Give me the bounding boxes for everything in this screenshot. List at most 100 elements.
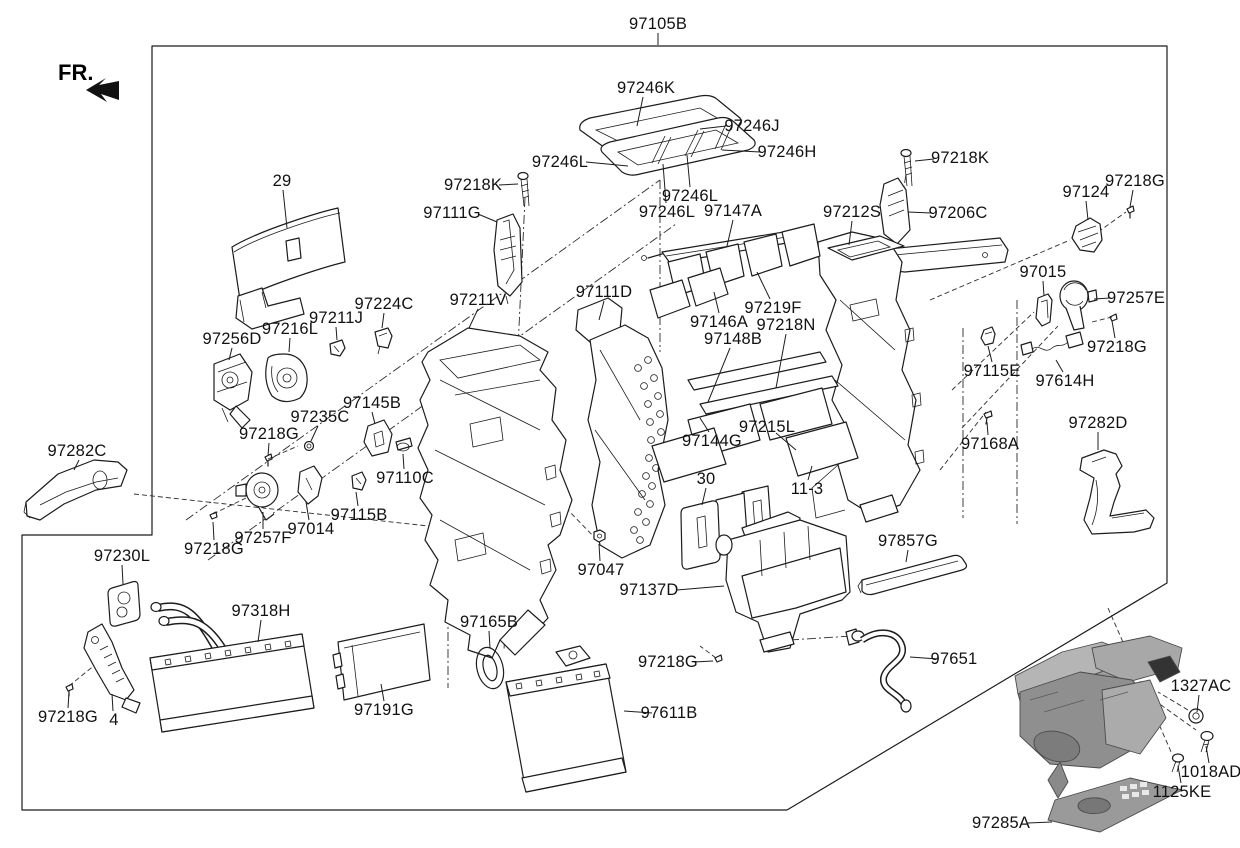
part-97165b-grommet <box>475 646 505 690</box>
leader-line <box>775 333 787 389</box>
leader-line <box>636 96 644 127</box>
part-4-bracket <box>83 623 141 714</box>
leader-line <box>468 308 479 329</box>
leader-line <box>598 543 601 562</box>
part-97282d-duct <box>1079 449 1155 535</box>
leader-line <box>1205 745 1210 764</box>
leader-line <box>726 219 734 247</box>
leader-line <box>713 291 720 314</box>
leader-line <box>1055 359 1064 373</box>
part-97115e-clip <box>980 326 996 346</box>
leader-line <box>73 459 80 471</box>
part-97047-nut <box>593 529 606 543</box>
leader-line <box>699 417 710 433</box>
leader-line <box>228 347 233 361</box>
leader-line <box>598 300 605 321</box>
screw-97218k-left-icon <box>517 171 530 207</box>
part-97230l-grommet <box>107 580 141 627</box>
leader-line <box>721 149 761 153</box>
part-97206c-bracket <box>879 177 911 253</box>
part-97124-actuator <box>1071 217 1103 253</box>
fr-direction-arrow-icon <box>86 78 119 102</box>
fastener-1327ac-nut-icon <box>1188 708 1204 724</box>
leader-line <box>1177 765 1182 784</box>
leader-line <box>67 691 70 709</box>
leader-line <box>288 337 291 353</box>
leader-line <box>381 312 385 329</box>
leader-line <box>662 163 667 204</box>
leader-line <box>1027 821 1053 824</box>
leader-line <box>848 220 853 246</box>
leader-line <box>707 347 731 403</box>
part-97285a-blower-assembly <box>1014 635 1183 833</box>
leader-line <box>305 501 310 521</box>
leader-line <box>257 619 262 643</box>
part-97110c-cap <box>395 437 413 452</box>
leader-line <box>676 585 725 591</box>
leader-line <box>807 465 813 481</box>
leader-line <box>282 189 288 229</box>
part-97611b-evaporator <box>505 645 627 793</box>
leader-line <box>1196 694 1200 713</box>
part-97651-drain-hose <box>845 628 912 713</box>
leader-line <box>355 491 359 507</box>
part-97145b-bracket <box>363 419 393 457</box>
leader-line <box>686 154 691 188</box>
part-97211v-case-left <box>417 327 573 659</box>
leader-line <box>909 656 939 660</box>
leader-line <box>905 549 909 563</box>
part-97257f-actuator <box>235 472 279 521</box>
part-97115b-clip <box>351 471 367 491</box>
part-97216l-cam <box>265 353 308 403</box>
leader-line <box>986 421 989 436</box>
pin-97218g-icons <box>65 205 1135 697</box>
leader-line <box>267 442 270 457</box>
leader-line <box>775 432 797 451</box>
fastener-1018ad-screw-icon <box>1200 730 1214 753</box>
part-97148b-97218n-damper-rows <box>651 351 859 483</box>
leader-line <box>1111 320 1116 339</box>
leader-line <box>1085 200 1089 221</box>
leader-line <box>121 564 124 585</box>
part-97191g-panel <box>332 623 431 701</box>
leader-line <box>907 211 932 214</box>
part-97111g-bracket <box>493 213 523 305</box>
leader-line <box>380 683 385 702</box>
part-97235c-grommet <box>303 440 315 452</box>
leader-line <box>701 487 707 506</box>
part-97318h-heater-core <box>149 601 315 733</box>
part-97211j-clip <box>329 339 346 357</box>
part-97224c-clip <box>374 327 393 355</box>
part-97256d-actuator <box>213 353 253 429</box>
leader-line <box>498 183 519 186</box>
part-97137d-floor-duct <box>715 511 851 653</box>
leader-line <box>1042 280 1045 297</box>
leader-line <box>699 125 727 130</box>
leader-line <box>371 411 376 425</box>
leader-line <box>585 161 629 167</box>
leader-line <box>477 213 498 223</box>
leader-line <box>488 630 491 649</box>
part-97111d-partition <box>575 297 669 559</box>
leader-line <box>693 660 714 663</box>
leader-line <box>402 453 405 470</box>
part-97246-gasket-frames <box>579 94 756 176</box>
leader-line <box>335 326 338 341</box>
diagram-border <box>21 45 1168 811</box>
leader-line <box>1093 297 1111 300</box>
part-97015-lever <box>1035 293 1053 327</box>
part-29-garnish <box>231 207 346 330</box>
leader-line <box>756 271 771 300</box>
leader-line <box>987 345 993 363</box>
part-97614h-harness <box>1020 331 1084 356</box>
part-97014-bracket <box>297 465 323 505</box>
part-97212s-case-right <box>811 231 1009 523</box>
leader-line <box>212 521 215 541</box>
part-97147a-damper-rail <box>641 223 821 319</box>
leader-line <box>111 693 114 712</box>
part-97282c-duct <box>23 459 128 521</box>
screw-97218k-right-icon <box>900 148 913 187</box>
fr-direction-label: FR. <box>58 60 94 85</box>
